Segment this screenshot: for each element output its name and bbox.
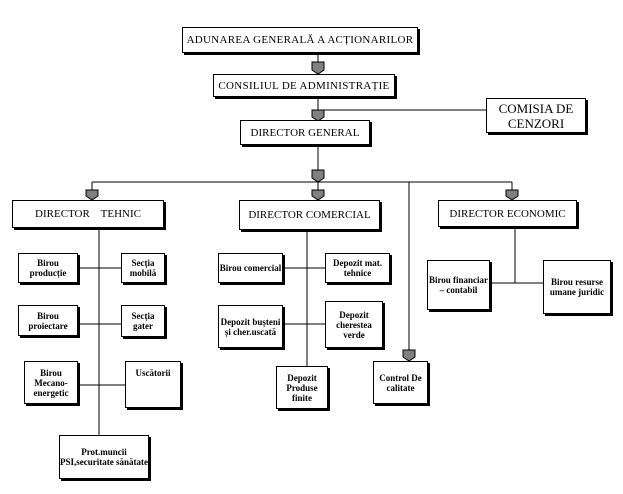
arrow-tehnic (85, 189, 99, 201)
node-director-tehnic[interactable]: DIRECTOR TEHNIC (12, 200, 164, 228)
arrow-control (402, 349, 416, 362)
node-birou-resurse[interactable]: Birou resurse umane juridic (543, 260, 611, 314)
node-director-comercial[interactable]: DIRECTOR COMERCIAL (239, 200, 380, 230)
node-uscatorii[interactable]: Uscătorii (125, 361, 181, 408)
node-birou-productie[interactable]: Birou producție (18, 253, 78, 283)
node-birou-mecano[interactable]: Birou Mecano-energetic (24, 361, 78, 404)
node-birou-comercial[interactable]: Birou comercial (218, 253, 283, 283)
node-consiliul[interactable]: CONSILIUL DE ADMINISTRAȚIE (213, 74, 395, 97)
arrow-director-general (311, 109, 325, 122)
node-sectia-gater[interactable]: Secția gater (121, 305, 165, 337)
arrow-consiliul (311, 61, 325, 75)
node-depozit-produse[interactable]: Depozit Produse finite (276, 366, 328, 409)
node-birou-financiar[interactable]: Birou financiar – contabil (427, 260, 490, 310)
arrow-comercial (311, 189, 325, 201)
node-director-general[interactable]: DIRECTOR GENERAL (240, 120, 370, 145)
node-prot-muncii[interactable]: Prot.muncii PSI,securitate sănătate (59, 435, 149, 479)
node-depozit-cherestea[interactable]: Depozit cherestea verde (325, 301, 383, 348)
node-comisia[interactable]: COMISIA DE CENZORI (486, 98, 586, 133)
node-depozit-busteni[interactable]: Depozit bușteni și cher.uscată (218, 305, 283, 348)
arrow-economic (505, 189, 519, 201)
node-control-calitate[interactable]: Control De calitate (373, 361, 428, 404)
node-director-economic[interactable]: DIRECTOR ECONOMIC (438, 200, 577, 227)
node-birou-proiectare[interactable]: Birou proiectare (18, 305, 78, 336)
node-adunarea[interactable]: ADUNAREA GENERALĂ A ACȚIONARILOR (182, 27, 418, 53)
arrow-bus (311, 169, 325, 183)
node-depozit-mat[interactable]: Depozit mat. tehnice (325, 253, 390, 283)
node-sectia-mobila[interactable]: Secția mobilă (121, 253, 165, 283)
